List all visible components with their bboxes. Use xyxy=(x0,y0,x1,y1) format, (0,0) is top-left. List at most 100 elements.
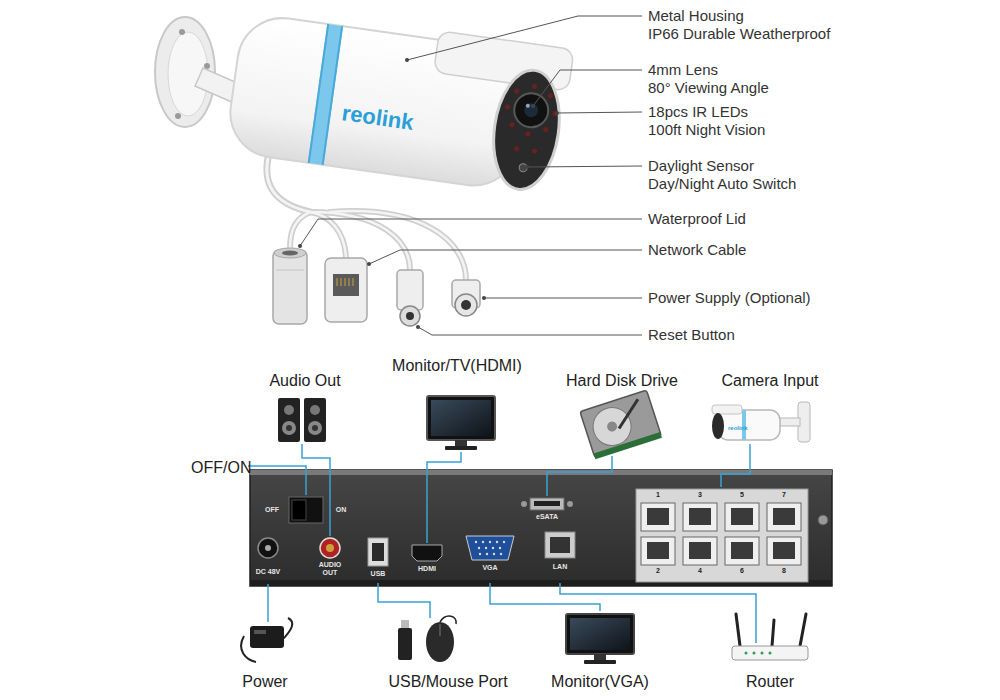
callout-label: 100ft Night Vision xyxy=(648,121,765,138)
dc-jack xyxy=(258,538,278,558)
camera-body xyxy=(523,102,539,118)
camera-port-panel xyxy=(725,537,759,565)
callout-label: 80° Viewing Angle xyxy=(648,79,769,96)
waterproof-lid xyxy=(282,251,298,256)
callout-label: Power Supply (Optional) xyxy=(648,289,811,306)
router-icon xyxy=(732,646,808,660)
power-connector xyxy=(452,280,480,316)
network-connector xyxy=(341,278,342,286)
camera-body xyxy=(225,3,575,197)
vga-port xyxy=(489,541,491,543)
callout-dots xyxy=(482,296,486,300)
callout-dots xyxy=(298,58,559,329)
vga-port xyxy=(482,541,484,543)
camera-body xyxy=(543,127,549,133)
callout-dots xyxy=(555,111,559,115)
speaker-icon xyxy=(304,398,326,442)
camera-port-panel xyxy=(689,542,711,559)
speaker-icon xyxy=(312,425,318,431)
network-connector xyxy=(333,274,359,296)
camera-port-panel xyxy=(647,542,669,559)
port-label: Router xyxy=(746,673,794,691)
audio-jack xyxy=(320,538,340,558)
callout-leaders xyxy=(369,250,642,264)
vga-port xyxy=(500,553,502,555)
hdmi-monitor-icon xyxy=(445,446,477,450)
camera-input-icon xyxy=(778,418,800,426)
camera-input-icon xyxy=(712,405,742,414)
camera-port-panel xyxy=(773,542,795,559)
camera-port-panel xyxy=(683,503,717,531)
vga-port xyxy=(466,536,514,560)
callout-dots xyxy=(405,58,409,62)
power-adapter-icon xyxy=(250,626,284,648)
esata-port xyxy=(530,498,564,510)
camera-body xyxy=(486,66,566,194)
hard-disk-icon xyxy=(580,390,662,459)
esata-port xyxy=(521,501,527,507)
port-label: Camera Input xyxy=(722,372,819,390)
dc-jack xyxy=(265,545,271,551)
reset-connector xyxy=(406,312,414,320)
waterproof-lid xyxy=(273,250,307,324)
camera-body xyxy=(505,104,511,110)
esata-port xyxy=(534,501,560,506)
camera-port-panel xyxy=(731,542,753,559)
callout-leaders xyxy=(484,298,642,299)
camera-port-panel xyxy=(683,537,717,565)
camera-body xyxy=(512,91,550,129)
camera-port-panel xyxy=(773,508,795,525)
hdmi-monitor-icon xyxy=(431,400,491,436)
camera-body xyxy=(514,88,520,94)
speaker-icon xyxy=(310,405,320,415)
callout-dots xyxy=(531,104,535,108)
callout-label: IP66 Durable Weatherproof xyxy=(648,25,830,42)
callout-leaders xyxy=(300,16,642,335)
camera-cable xyxy=(290,212,310,250)
hdmi-monitor-icon xyxy=(427,396,495,440)
callout-dots xyxy=(416,325,420,329)
speaker-icon xyxy=(278,398,300,442)
camera-port-panel xyxy=(767,503,801,531)
camera-mount xyxy=(175,113,181,119)
nvr-panel: OFFONDC 48VAUDIO OUTUSBHDMIVGAeSATALAN13… xyxy=(250,470,832,586)
camera-port-panel xyxy=(647,508,669,525)
nvr-housing xyxy=(250,470,832,586)
vga-port xyxy=(475,541,477,543)
camera-cable xyxy=(290,212,310,250)
camera-body xyxy=(532,148,538,154)
network-connector xyxy=(337,278,338,286)
port-leaders xyxy=(547,456,612,496)
power-connector xyxy=(455,294,477,316)
waterproof-lid xyxy=(274,248,306,258)
hard-disk-icon xyxy=(606,420,619,433)
callout-leaders xyxy=(527,166,642,167)
camera-port-panel xyxy=(636,489,808,582)
callout-label: Reset Button xyxy=(648,326,735,343)
router-icon xyxy=(769,652,772,655)
power-adapter-icon xyxy=(254,630,266,634)
port-number: 3 xyxy=(698,491,702,499)
callout-label: Network Cable xyxy=(648,241,746,258)
callout-label: 18pcs IR LEDs xyxy=(648,103,748,120)
camera-body xyxy=(308,24,343,165)
callout-leaders xyxy=(407,16,642,60)
router-icon xyxy=(736,614,740,646)
vga-port xyxy=(496,541,498,543)
port-leaders xyxy=(490,583,600,611)
callout-dots xyxy=(525,165,529,169)
power-connector xyxy=(461,300,471,310)
camera-port-panel xyxy=(641,503,675,531)
panel-marking: AUDIO OUT xyxy=(315,561,345,576)
port-label: USB/Mouse Port xyxy=(388,673,507,691)
port-number: 5 xyxy=(740,491,744,499)
camera-body xyxy=(532,84,538,90)
nvr-housing xyxy=(818,515,828,525)
network-connector xyxy=(349,278,350,286)
camera-body xyxy=(322,26,343,165)
camera-port-panel xyxy=(767,537,801,565)
port-number: 6 xyxy=(740,567,744,575)
callout-dots xyxy=(298,244,302,248)
